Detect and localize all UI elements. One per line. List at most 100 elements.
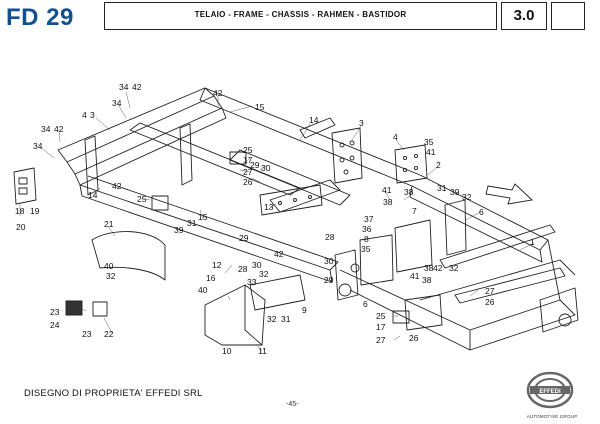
callout-c4: 4 xyxy=(82,110,87,120)
callout-c72: 32 xyxy=(267,314,277,324)
section-code: 3.0 xyxy=(513,7,535,24)
callout-c11: 14 xyxy=(309,115,319,125)
callout-c49: 40 xyxy=(104,261,114,271)
callout-c51: 12 xyxy=(212,260,222,270)
callout-c57: 40 xyxy=(198,285,208,295)
bracket-plate-3 xyxy=(331,127,363,184)
callout-c20: 27 xyxy=(243,167,253,177)
callout-c55: 32 xyxy=(259,269,269,279)
callout-c61: 41 xyxy=(410,271,420,281)
callout-c26: 19 xyxy=(30,206,40,216)
logo-text: EFFEDI xyxy=(539,389,561,395)
callout-c67: 24 xyxy=(50,320,60,330)
rubber-mount-25-upper xyxy=(229,151,247,165)
ownership-note: DISEGNO DI PROPRIETA' EFFEDI SRL xyxy=(24,388,203,399)
callout-c13: 4 xyxy=(393,132,398,142)
cross-member-4 xyxy=(299,117,336,139)
rear-lower-frame xyxy=(339,239,561,331)
effedi-logo: EFFEDI xyxy=(526,371,574,409)
section-code-box: 3.0 xyxy=(501,2,547,30)
empty-header-box xyxy=(551,2,585,30)
callout-c58: 33 xyxy=(247,277,257,287)
callout-c66: 23 xyxy=(50,307,60,317)
callout-c23: 42 xyxy=(112,181,122,191)
callout-c42: 37 xyxy=(364,214,374,224)
callout-c14: 35 xyxy=(424,137,434,147)
callout-c44: 36 xyxy=(362,224,372,234)
callout-c41: 29 xyxy=(239,233,249,243)
swing-arm xyxy=(334,249,359,301)
front-cross-member xyxy=(79,175,339,271)
callout-c50: 32 xyxy=(106,271,116,281)
rear-corner-plate xyxy=(539,287,579,333)
front-mount-plate xyxy=(13,167,37,205)
callout-c73: 31 xyxy=(281,314,291,324)
rubber-mount-25-lower xyxy=(392,310,410,324)
callout-c69: 22 xyxy=(104,329,114,339)
callout-c68: 23 xyxy=(82,329,92,339)
front-pillar-left xyxy=(84,135,99,196)
callout-c60: 29 xyxy=(324,275,334,285)
callout-c2: 42 xyxy=(132,82,142,92)
logo-subtitle: AUTOMOTIVE GROUP xyxy=(526,414,578,419)
callout-c24: 14 xyxy=(88,190,98,200)
callout-c22: 26 xyxy=(243,177,253,187)
rubber-mount-25-left xyxy=(151,195,169,211)
callout-c7: 15 xyxy=(255,102,265,112)
callout-c17: 25 xyxy=(243,145,253,155)
bracket-plate-4 xyxy=(394,144,428,184)
callout-c71: 11 xyxy=(258,346,267,356)
callout-c74: 9 xyxy=(302,305,307,315)
callout-c36: 38 xyxy=(383,197,393,207)
callout-c46: 28 xyxy=(325,232,335,242)
callout-c32: 38 xyxy=(404,187,414,197)
callout-c79: 26 xyxy=(409,333,419,343)
callout-c65: 38 xyxy=(422,275,432,285)
callout-c21: 30 xyxy=(261,163,271,173)
rear-bumper-10 xyxy=(204,284,266,346)
callout-c77: 17 xyxy=(376,322,386,332)
callout-c10: 34 xyxy=(33,141,43,151)
callout-c27: 20 xyxy=(16,222,26,232)
callout-c40: 31 xyxy=(187,218,197,228)
mudguard-21 xyxy=(91,231,166,281)
bracket-plate-6-upper xyxy=(444,199,467,256)
bracket-plate-6-lower xyxy=(404,294,443,331)
callout-c59: 30 xyxy=(324,256,334,266)
callout-c28: 25 xyxy=(137,194,147,204)
callout-c45: 8 xyxy=(364,234,369,244)
callout-c63: 42 xyxy=(433,263,443,273)
bracket-plate-13 xyxy=(259,184,323,216)
suspension-arm-7 xyxy=(394,219,433,273)
callout-c5: 3 xyxy=(90,110,95,120)
cross-member-1 xyxy=(129,122,301,196)
callout-c52: 16 xyxy=(206,273,216,283)
callout-c78: 27 xyxy=(376,335,386,345)
bracket-8 xyxy=(359,234,394,286)
callout-c35: 32 xyxy=(462,192,472,202)
callout-c70: 10 xyxy=(222,346,232,356)
reflector-24 xyxy=(65,300,83,316)
callout-c81: 26 xyxy=(485,297,495,307)
callout-c30: 13 xyxy=(264,202,274,212)
callout-c47: 35 xyxy=(361,244,371,254)
callout-c39: 39 xyxy=(174,225,184,235)
cross-member-2 xyxy=(229,149,351,206)
callout-c25: 18 xyxy=(15,206,25,216)
callout-c34: 39 xyxy=(450,187,460,197)
callout-c62: 38 xyxy=(424,263,434,273)
diagram-title: TELAIO - FRAME - CHASSIS - RAHMEN - BAST… xyxy=(194,10,407,19)
callout-c37: 6 xyxy=(479,207,484,217)
forward-arrow-icon xyxy=(485,183,533,205)
callout-c16: 2 xyxy=(436,160,441,170)
callout-c75: 6 xyxy=(363,299,368,309)
tray-9 xyxy=(249,274,306,311)
callout-c31: 41 xyxy=(382,185,392,195)
callout-c3: 34 xyxy=(112,98,122,108)
callout-c33: 31 xyxy=(437,183,447,193)
callout-c56: 42 xyxy=(274,249,284,259)
callout-c53: 28 xyxy=(238,264,248,274)
cross-member-3 xyxy=(269,179,341,213)
callout-c12: 3 xyxy=(359,118,364,128)
